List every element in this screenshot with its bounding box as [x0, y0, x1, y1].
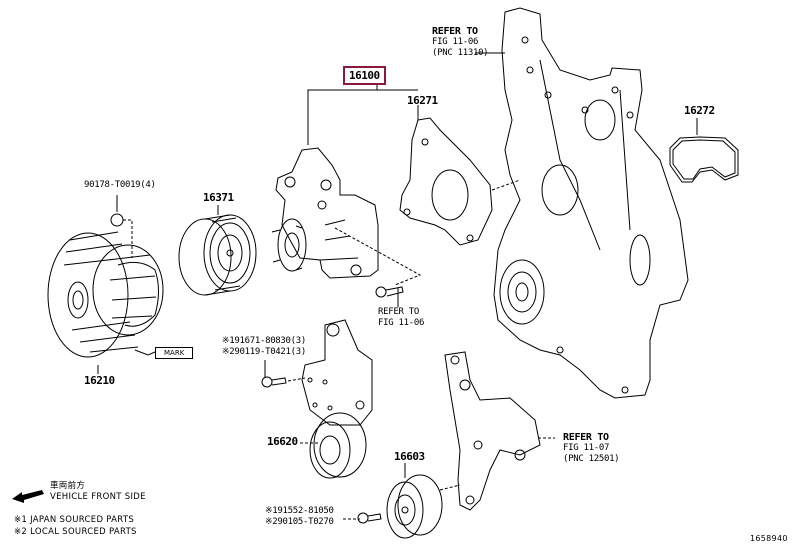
legend-japan-sourced: ※1 JAPAN SOURCED PARTS	[14, 515, 135, 525]
vehicle-front-label: VEHICLE FRONT SIDE	[50, 492, 146, 502]
part-number-16603[interactable]: 16603	[394, 450, 425, 463]
mark-callout: MARK	[155, 347, 194, 359]
refer-note-line: REFER TO	[563, 432, 609, 443]
vehicle-front-label-jp: 車両前方	[50, 481, 86, 491]
figure-id: 1658940	[750, 534, 788, 543]
bolt-ref-191671-80830[interactable]: ※191671-80830(3)	[222, 336, 307, 346]
refer-note-line: REFER TO	[378, 307, 419, 317]
bolt-ref-290105-T0270[interactable]: ※290105-T0270	[265, 517, 334, 527]
refer-note-line: (PNC 11310)	[432, 48, 489, 58]
part-number-16272[interactable]: 16272	[684, 104, 715, 117]
refer-note-line: FIG 11-07	[563, 443, 610, 453]
refer-note-line: (PNC 12501)	[563, 454, 620, 464]
vehicle-front-arrow-icon	[12, 490, 44, 503]
pump-bolt-drawing	[334, 227, 422, 298]
bolt-ref-191552-81050[interactable]: ※191552-81050	[265, 506, 334, 516]
water-pump-drawing	[271, 147, 379, 279]
refer-note-line: FIG 11-06	[432, 37, 479, 47]
legend-local-sourced: ※2 LOCAL SOURCED PARTS	[14, 527, 137, 537]
timing-cover-drawing	[493, 7, 689, 399]
fluid-coupling-drawing	[47, 213, 164, 358]
bracket-drawing	[439, 351, 541, 511]
water-pump-gasket-drawing	[399, 117, 521, 246]
part-number-90178-T0019[interactable]: 90178-T0019(4)	[84, 180, 156, 190]
part-number-16620[interactable]: 16620	[267, 435, 298, 448]
cover-gasket-drawing	[669, 136, 739, 183]
refer-note-line: FIG 11-06	[378, 318, 425, 328]
part-number-16100[interactable]: 16100	[343, 66, 386, 85]
idler-bolt-drawing	[357, 512, 382, 524]
idler-pulley-drawing	[386, 474, 443, 539]
tensioner-bolt-drawing	[261, 376, 306, 388]
tensioner-drawing	[301, 319, 373, 479]
part-number-16371[interactable]: 16371	[203, 191, 234, 204]
fan-pulley-drawing	[178, 214, 257, 296]
bolt-ref-290119-T0421[interactable]: ※290119-T0421(3)	[222, 347, 307, 357]
refer-note-line: REFER TO	[432, 26, 478, 37]
leader-lines	[97, 52, 698, 520]
part-number-16271[interactable]: 16271	[407, 94, 438, 107]
part-number-16210[interactable]: 16210	[84, 374, 115, 387]
